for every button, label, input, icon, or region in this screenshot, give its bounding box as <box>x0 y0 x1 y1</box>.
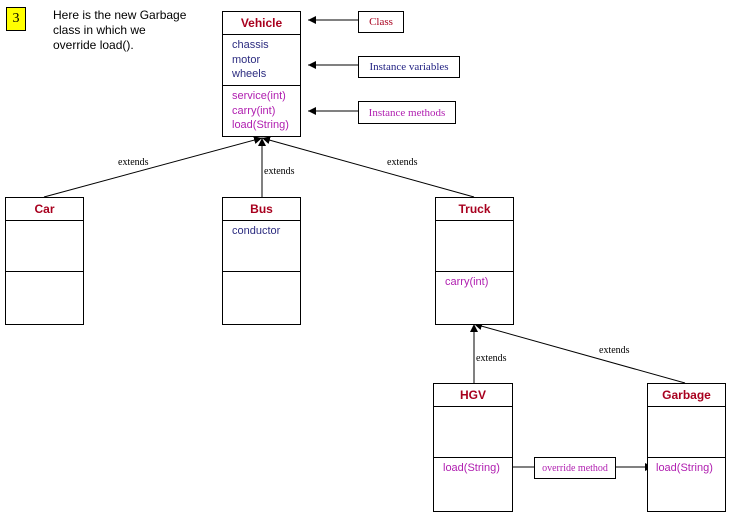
edge-label-truck: extends <box>387 157 418 168</box>
class-name: HGV <box>434 384 512 407</box>
note-instance-variables: Instance variables <box>358 56 460 78</box>
attributes-section <box>436 221 513 272</box>
class-box-truck: Truck carry(int) <box>435 197 514 325</box>
method: service(int) <box>232 90 286 102</box>
attribute: chassis <box>232 39 269 51</box>
class-name: Car <box>6 198 83 221</box>
attribute: conductor <box>232 225 281 237</box>
edge-label-garbage: extends <box>599 345 630 356</box>
methods-section: load(String) <box>648 458 725 479</box>
method: carry(int) <box>445 276 489 288</box>
edge-truck-vehicle <box>261 136 475 198</box>
edge-label-car: extends <box>118 157 149 168</box>
class-name: Vehicle <box>223 12 300 35</box>
class-name: Truck <box>436 198 513 221</box>
attributes-section: chassis motor wheels <box>223 35 300 86</box>
edge-label-hgv: extends <box>476 353 507 364</box>
attribute: motor <box>232 53 261 66</box>
class-box-garbage: Garbage load(String) <box>647 383 726 512</box>
method: carry(int) <box>232 104 276 117</box>
class-name: Bus <box>223 198 300 221</box>
attributes-section: conductor <box>223 221 300 272</box>
methods-section <box>6 272 83 278</box>
intro-line: class in which we <box>53 23 146 37</box>
class-box-hgv: HGV load(String) <box>433 383 513 512</box>
note-instance-methods: Instance methods <box>358 101 456 124</box>
edge-car-vehicle <box>43 136 263 198</box>
methods-section: load(String) <box>434 458 512 479</box>
note-override-method: override method <box>534 457 616 479</box>
class-box-bus: Bus conductor <box>222 197 301 325</box>
methods-section: service(int) carry(int) load(String) <box>223 86 300 136</box>
step-number-badge: 3 <box>6 7 26 31</box>
attributes-section <box>6 221 83 272</box>
method: load(String) <box>232 119 289 131</box>
method: load(String) <box>443 462 500 474</box>
note-class: Class <box>358 11 404 33</box>
class-box-car: Car <box>5 197 84 325</box>
class-name: Garbage <box>648 384 725 407</box>
attributes-section <box>434 407 512 458</box>
class-box-vehicle: Vehicle chassis motor wheels service(int… <box>222 11 301 137</box>
edge-label-bus: extends <box>264 166 295 177</box>
attribute: wheels <box>232 68 267 80</box>
intro-line: override load(). <box>53 38 134 52</box>
intro-text: Here is the new Garbage class in which w… <box>53 8 193 53</box>
methods-section: carry(int) <box>436 272 513 293</box>
attributes-section <box>648 407 725 458</box>
method: load(String) <box>656 462 713 474</box>
edge-garbage-truck <box>473 322 686 384</box>
methods-section <box>223 272 300 278</box>
intro-line: Here is the new Garbage <box>53 8 187 22</box>
